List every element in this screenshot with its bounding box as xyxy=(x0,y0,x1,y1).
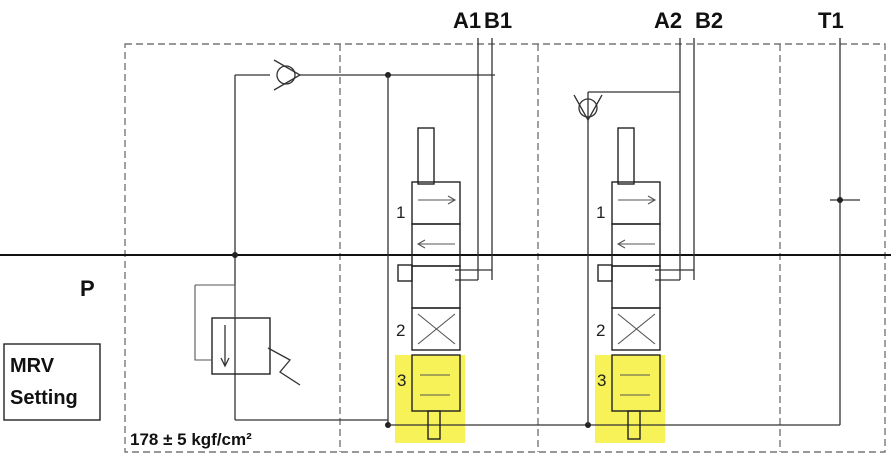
port-a1-label: A1 xyxy=(453,8,481,33)
port-b1-label: B1 xyxy=(484,8,512,33)
mrv-label-line2: Setting xyxy=(10,387,78,409)
spool-1-position-3-label: 3 xyxy=(397,371,406,390)
port-a2-label: A2 xyxy=(654,8,682,33)
mrv-label-line1: MRV xyxy=(10,355,55,377)
section-boundaries xyxy=(124,43,886,453)
spool-valve-2 xyxy=(597,127,661,440)
main-relief-valve xyxy=(194,284,301,386)
spool-valve-1 xyxy=(397,127,461,440)
spool-1-position-3-highlight xyxy=(395,355,465,443)
pressure-circuit xyxy=(232,59,840,428)
spool-2-position-3-highlight xyxy=(595,355,665,443)
spool-2-position-3-label: 3 xyxy=(597,371,606,390)
port-t1-label: T1 xyxy=(818,8,844,33)
mrv-setting-box xyxy=(3,343,101,421)
spool-1-position-2-label: 2 xyxy=(396,321,405,340)
spool-2-position-1-label: 1 xyxy=(596,203,605,222)
work-port-lines xyxy=(455,38,860,425)
port-p-label: P xyxy=(80,276,95,301)
spool-1-position-1-label: 1 xyxy=(396,203,405,222)
spool-2-position-2-label: 2 xyxy=(596,321,605,340)
mrv-setting-value: 178 ± 5 kgf/cm² xyxy=(130,430,252,449)
port-b2-label: B2 xyxy=(695,8,723,33)
